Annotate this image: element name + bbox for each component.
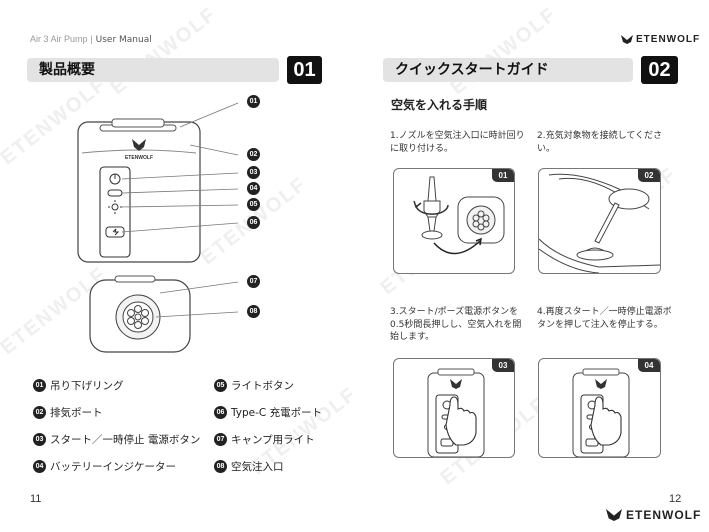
header-product: Air 3 Air Pump xyxy=(30,34,88,44)
legend-label: 空気注入口 xyxy=(231,461,284,473)
step-2-text: 2.充気対象物を接続してください。 xyxy=(537,131,663,154)
step-1-badge: 01 xyxy=(492,169,514,182)
section-subtitle: 空気を入れる手順 xyxy=(391,98,488,112)
step-4-badge: 04 xyxy=(638,359,660,372)
step-4-text: 4.再度スタート／一時停止電源ボタンを押して注入を停止する。 xyxy=(537,307,672,330)
legend-label: キャンプ用ライト xyxy=(231,434,315,446)
legend-number: 06 xyxy=(214,406,227,419)
step-3-badge: 03 xyxy=(492,359,514,372)
step-2-image: 02 xyxy=(538,168,661,274)
left-header: Air 3 Air Pump | User Manual xyxy=(30,34,152,45)
watermark-text: ETENWOLF xyxy=(106,2,222,100)
connect-object-illustration xyxy=(539,173,660,273)
left-title-bar: 製品概要 xyxy=(27,58,279,82)
callout-08: 08 xyxy=(247,305,260,318)
legend-item: 05 ライトボタン xyxy=(214,378,354,393)
legend-item: 02 排気ポート xyxy=(33,405,213,420)
legend-item: 08 空気注入口 xyxy=(214,459,354,474)
device-logo-text: ETENWOLF xyxy=(125,155,153,161)
right-page-number: 12 xyxy=(669,493,682,505)
page-title: クイックスタートガイド xyxy=(395,62,549,78)
legend-number: 07 xyxy=(214,433,227,446)
legend-item: 01 吊り下げリング xyxy=(33,378,213,393)
page-title: 製品概要 xyxy=(39,62,95,78)
callout-01: 01 xyxy=(247,95,260,108)
callout-04: 04 xyxy=(247,182,260,195)
callout-02: 02 xyxy=(247,148,260,161)
callout-07: 07 xyxy=(247,275,260,288)
callout-06: 06 xyxy=(247,216,260,229)
legend-item: 07 キャンプ用ライト xyxy=(214,432,354,447)
step-3-text: 3.スタート/ポーズ電源ボタンを0.5秒間長押しし、空気入れを開始します。 xyxy=(390,307,522,342)
callout-03: 03 xyxy=(247,166,260,179)
legend-label: スタート／一時停止 電源ボタン xyxy=(50,434,201,446)
callout-05: 05 xyxy=(247,198,260,211)
right-header-brand: ETENWOLF xyxy=(621,34,700,45)
left-page-number: 11 xyxy=(30,493,42,505)
legend-number: 04 xyxy=(33,460,46,473)
legend-number: 02 xyxy=(33,406,46,419)
footer-brand-text: ETENWOLF xyxy=(626,508,702,522)
press-stop-illustration xyxy=(572,368,630,457)
right-title-bar: クイックスタートガイド xyxy=(383,58,633,82)
page-badge: 01 xyxy=(287,56,322,84)
header-separator: | xyxy=(90,34,93,44)
step-1-text: 1.ノズルを空気注入口に時計回りに取り付ける。 xyxy=(390,131,525,154)
step-2-badge: 02 xyxy=(638,169,660,182)
step-4-image: 04 xyxy=(538,358,661,458)
legend-item: 04 バッテリーインジケーター xyxy=(33,459,213,474)
header-brand-text: ETENWOLF xyxy=(636,34,701,45)
page-badge: 02 xyxy=(641,56,678,84)
nozzle-attach-illustration xyxy=(413,176,505,255)
legend-item: 03 スタート／一時停止 電源ボタン xyxy=(33,432,213,447)
press-button-illustration xyxy=(427,368,485,457)
header-doc-title: User Manual xyxy=(95,35,152,45)
legend-number: 03 xyxy=(33,433,46,446)
legend-number: 05 xyxy=(214,379,227,392)
device-illustration: ETENWOLF xyxy=(77,102,239,353)
legend-label: ライトボタン xyxy=(231,380,294,392)
step-1-image: 01 xyxy=(393,168,515,274)
step-3-image: 03 xyxy=(393,358,515,458)
wolf-logo-icon xyxy=(621,35,633,44)
legend-label: 吊り下げリング xyxy=(50,380,124,392)
legend-number: 08 xyxy=(214,460,227,473)
legend-col-2: 05 ライトボタン 06 Type-C 充電ポート 07 キャンプ用ライト 08 空気注… xyxy=(214,378,354,474)
legend-number: 01 xyxy=(33,379,46,392)
wolf-logo-icon xyxy=(606,509,622,521)
legend-item: 06 Type-C 充電ポート xyxy=(214,405,354,420)
footer-brand: ETENWOLF xyxy=(606,508,701,522)
legend-label: Type-C 充電ポート xyxy=(231,407,323,419)
legend-col-1: 01 吊り下げリング 02 排気ポート 03 スタート／一時停止 電源ボタン 04 バッ… xyxy=(33,378,213,474)
legend-label: 排気ポート xyxy=(50,407,103,419)
watermark-text: ETENWOLF xyxy=(446,2,562,100)
legend-label: バッテリーインジケーター xyxy=(50,461,176,473)
